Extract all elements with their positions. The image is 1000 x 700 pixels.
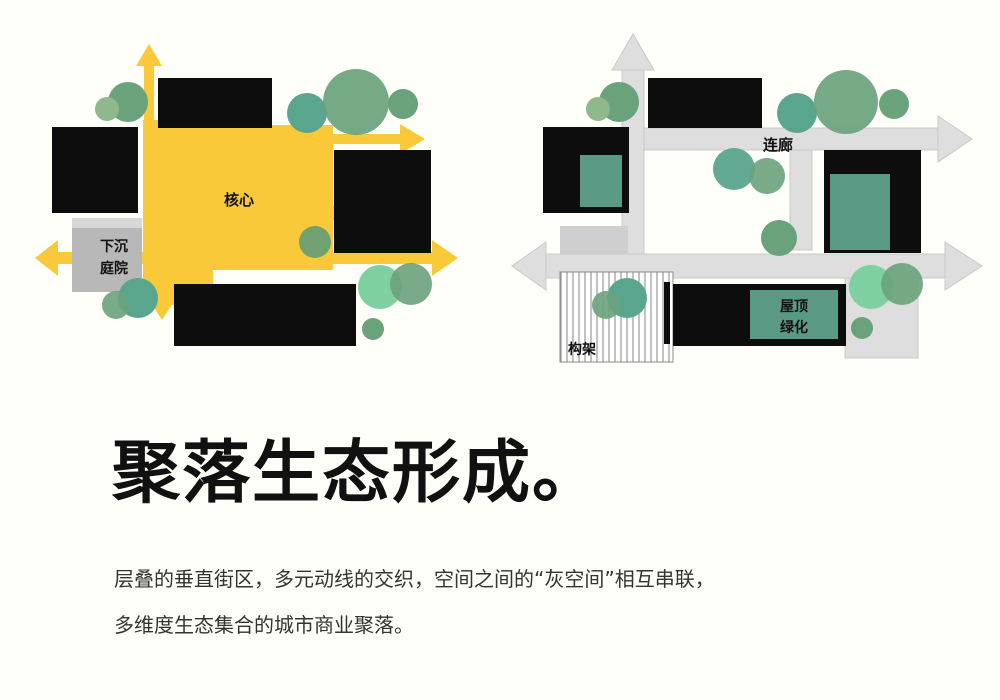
sunken-label-2: 庭院 — [100, 260, 128, 277]
page-title: 聚落生态形成。 — [112, 434, 603, 513]
building — [52, 127, 138, 213]
core-label: 核心 — [224, 191, 254, 209]
description: 层叠的垂直街区，多元动线的交织，空间之间的“灰空间”相互串联， 多维度生态集合的… — [114, 556, 914, 648]
corridor-label: 连廊 — [763, 136, 793, 154]
roof-label-1: 屋顶 — [780, 299, 808, 315]
trees-left — [95, 69, 432, 340]
pergola-label: 构架 — [568, 341, 596, 358]
arrow-up-left — [136, 44, 162, 132]
building — [158, 78, 272, 128]
left-diagram: 核心 下沉 庭院 — [35, 44, 458, 346]
urban-diagrams: 核心 下沉 庭院 — [35, 33, 983, 363]
arrow-horizontal-bottom — [35, 240, 458, 276]
arrow-right-top — [160, 124, 425, 154]
building — [174, 284, 356, 346]
trees-right — [586, 70, 923, 339]
description-line-2: 多维度生态集合的城市商业聚落。 — [114, 613, 414, 637]
sunken-label-1: 下沉 — [100, 238, 128, 255]
right-diagram: 连廊 构架 屋顶 绿化 — [511, 33, 983, 363]
description-line-1: 层叠的垂直街区，多元动线的交织，空间之间的“灰空间”相互串联， — [114, 567, 715, 591]
building — [648, 78, 762, 128]
roof-garden — [750, 290, 838, 339]
roof-label-2: 绿化 — [780, 319, 808, 336]
building — [334, 150, 431, 253]
